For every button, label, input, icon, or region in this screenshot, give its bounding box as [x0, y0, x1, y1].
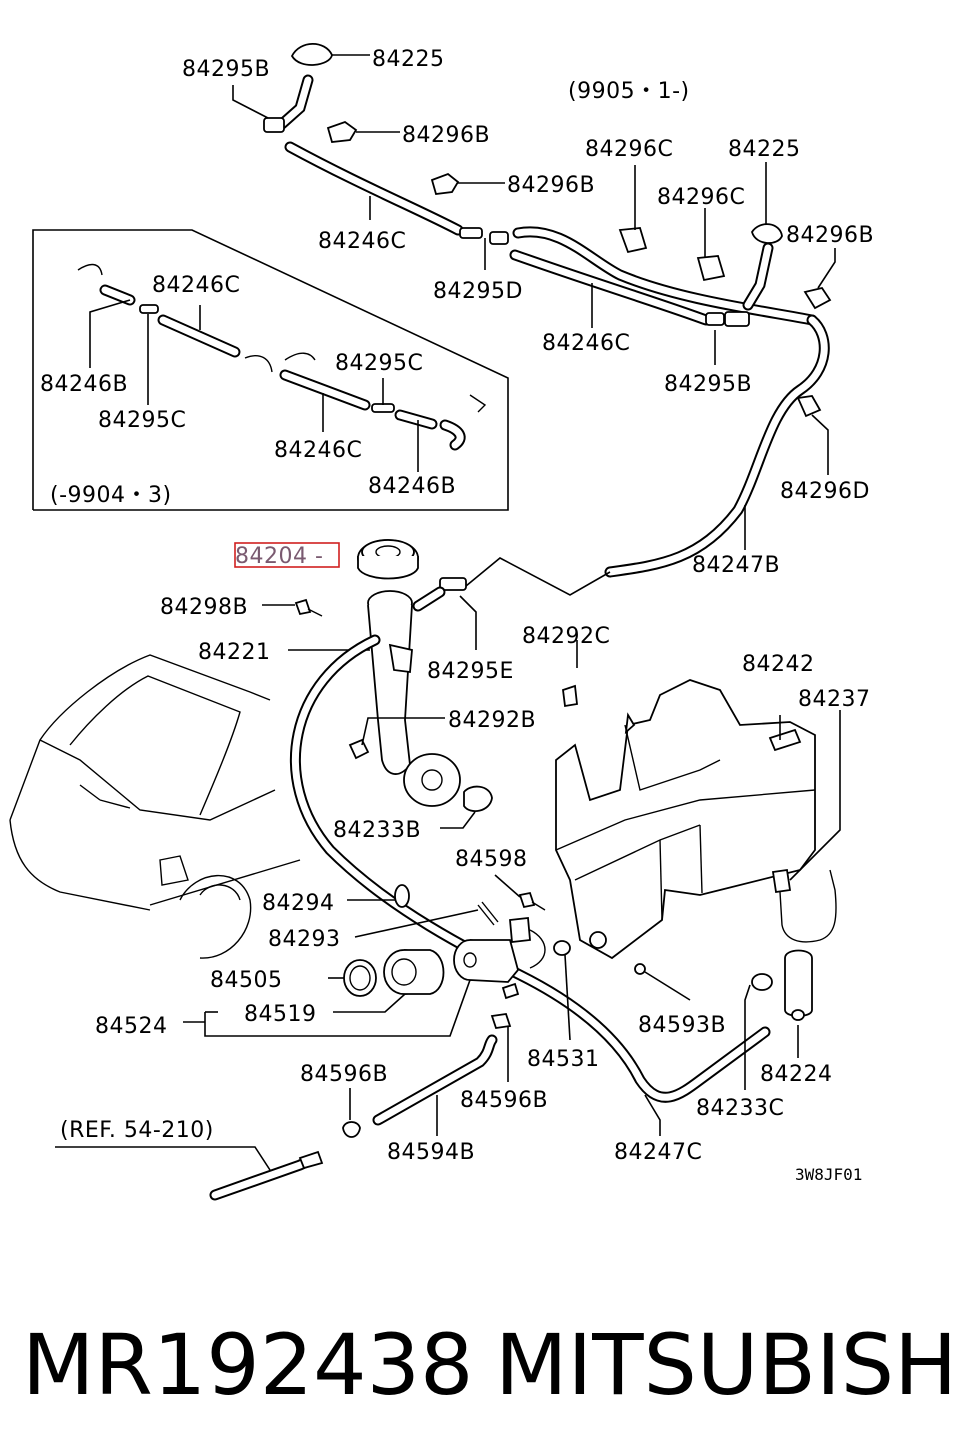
label-84594B: 84594B [387, 1140, 475, 1165]
inset-hoses [77, 263, 487, 451]
label-84224: 84224 [760, 1062, 833, 1087]
label-84596B-1: 84596B [300, 1062, 388, 1087]
label-84292B: 84292B [448, 708, 536, 733]
filler-assembly [234, 539, 611, 829]
label-84246C-1: 84246C [318, 229, 406, 254]
label-84246C-3: 84246C [542, 331, 630, 356]
label-84296D: 84296D [780, 479, 870, 504]
clips [290, 42, 832, 418]
label-84531: 84531 [527, 1047, 600, 1072]
label-84247B: 84247B [692, 553, 780, 578]
label-84293: 84293 [268, 927, 341, 952]
leaders-upper [89, 54, 836, 550]
label-84246C-2: 84246C [152, 273, 240, 298]
label-84296B-3: 84296B [786, 223, 874, 248]
label-revision-9905: (9905・1-) [568, 79, 690, 104]
label-84295B-1: 84295B [182, 57, 270, 82]
label-84296C-2: 84296C [657, 185, 745, 210]
label-84593B: 84593B [638, 1013, 726, 1038]
label-84292C: 84292C [522, 624, 610, 649]
label-84246B-2: 84246B [368, 474, 456, 499]
label-revision-9904: (-9904・3) [50, 483, 172, 508]
lower-parts [55, 1013, 512, 1201]
label-ref-54-210: (REF. 54-210) [60, 1118, 214, 1143]
label-84524: 84524 [95, 1014, 168, 1039]
washer-tank [555, 640, 841, 960]
label-84237: 84237 [798, 687, 871, 712]
label-diagram-code: 3W8JF01 [795, 1165, 862, 1184]
label-84296B-2: 84296B [507, 173, 595, 198]
label-84295E: 84295E [427, 659, 514, 684]
footer: MR192438 MITSUBISHI [22, 1316, 960, 1414]
label-84242: 84242 [742, 652, 815, 677]
label-84296B-1: 84296B [402, 123, 490, 148]
label-84225-2: 84225 [728, 137, 801, 162]
label-84204-highlighted: 84204 - [235, 544, 323, 569]
label-84246C-4: 84246C [274, 438, 362, 463]
upper-hoses [263, 74, 830, 578]
label-84295C-2: 84295C [98, 408, 186, 433]
label-84233B: 84233B [333, 818, 421, 843]
label-84295C-1: 84295C [335, 351, 423, 376]
pump-assembly [183, 874, 571, 1041]
label-84221: 84221 [198, 640, 271, 665]
label-84298B: 84298B [160, 595, 248, 620]
brand-name: MITSUBISHI [495, 1316, 960, 1414]
label-84294: 84294 [262, 891, 335, 916]
label-84598: 84598 [455, 847, 528, 872]
inset-region [32, 229, 509, 511]
label-84519: 84519 [244, 1002, 317, 1027]
label-84296C-1: 84296C [585, 137, 673, 162]
label-84246B-1: 84246B [40, 372, 128, 397]
part-labels: 84295B 84225 (9905・1-) 84296B 84296B 842… [40, 47, 874, 1184]
label-84247C: 84247C [614, 1140, 702, 1165]
label-84233C: 84233C [696, 1096, 784, 1121]
label-84295B-2: 84295B [664, 372, 752, 397]
part-number: MR192438 [22, 1316, 474, 1414]
label-84596B-2: 84596B [460, 1088, 548, 1113]
label-84505: 84505 [210, 968, 283, 993]
label-84295D: 84295D [433, 279, 523, 304]
label-84225-1: 84225 [372, 47, 445, 72]
vehicle-outline [9, 654, 301, 959]
level-sensor [634, 868, 837, 1090]
